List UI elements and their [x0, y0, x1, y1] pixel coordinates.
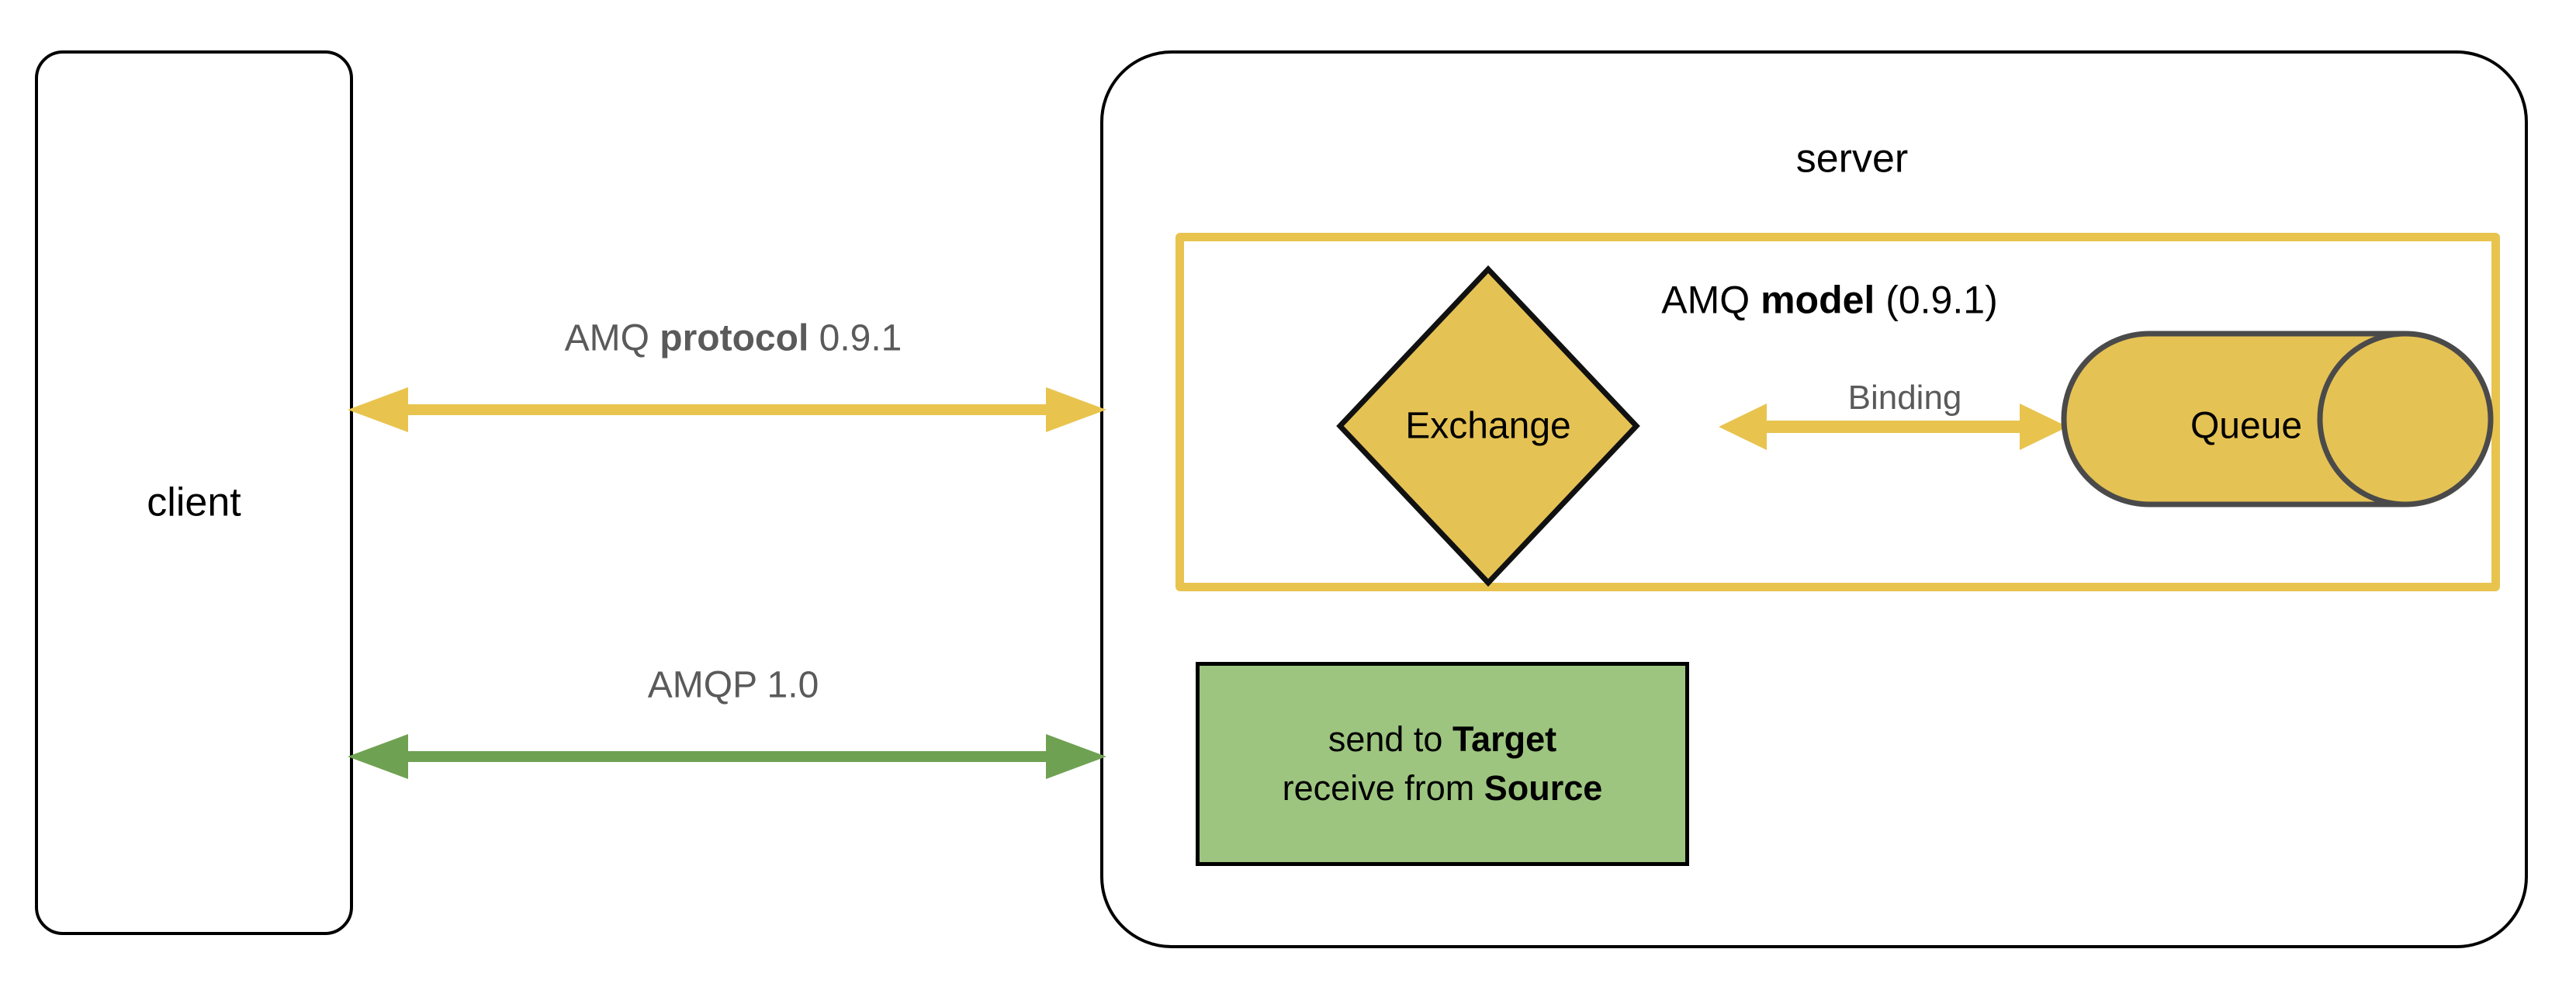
- client-container: [35, 50, 353, 935]
- amqp-send-target: Target: [1452, 719, 1557, 760]
- amqp-receive-source: Source: [1484, 767, 1603, 808]
- server-label: server: [1795, 136, 1909, 182]
- queue-shape: [2061, 331, 2494, 507]
- amq-protocol-label-suffix: 0.9.1: [808, 317, 902, 359]
- amqp-send-prefix: send to: [1328, 719, 1452, 760]
- amq-protocol-connector: [348, 387, 1106, 432]
- amq-model-frame: [1175, 233, 2500, 591]
- amq-model-label-prefix: AMQ: [1661, 278, 1761, 322]
- client-label: client: [147, 480, 241, 525]
- queue-label: Queue: [2190, 405, 2303, 447]
- binding-arrow: [1719, 404, 2068, 450]
- amqp-endpoints-box: send to Target receive from Source: [1196, 662, 1689, 866]
- exchange-shape: [1336, 265, 1640, 587]
- binding-label: Binding: [1847, 379, 1962, 417]
- amq-model-label-bold: model: [1761, 278, 1875, 322]
- amqp-endpoint-send-line: send to Target: [1328, 715, 1556, 764]
- amqp-receive-prefix: receive from: [1282, 767, 1484, 808]
- amq-protocol-label: AMQ protocol 0.9.1: [565, 317, 902, 362]
- amqp-1-0-connector: [348, 734, 1106, 779]
- amq-protocol-label-bold: protocol: [660, 317, 809, 359]
- amq-model-label-suffix: (0.9.1): [1875, 278, 1998, 322]
- exchange-label: Exchange: [1405, 405, 1571, 447]
- amq-protocol-label-prefix: AMQ: [564, 317, 660, 359]
- amqp-endpoint-receive-line: receive from Source: [1283, 764, 1603, 812]
- amqp-1-0-label: AMQP 1.0: [647, 664, 819, 706]
- amq-model-label: AMQ model (0.9.1): [1661, 278, 1997, 324]
